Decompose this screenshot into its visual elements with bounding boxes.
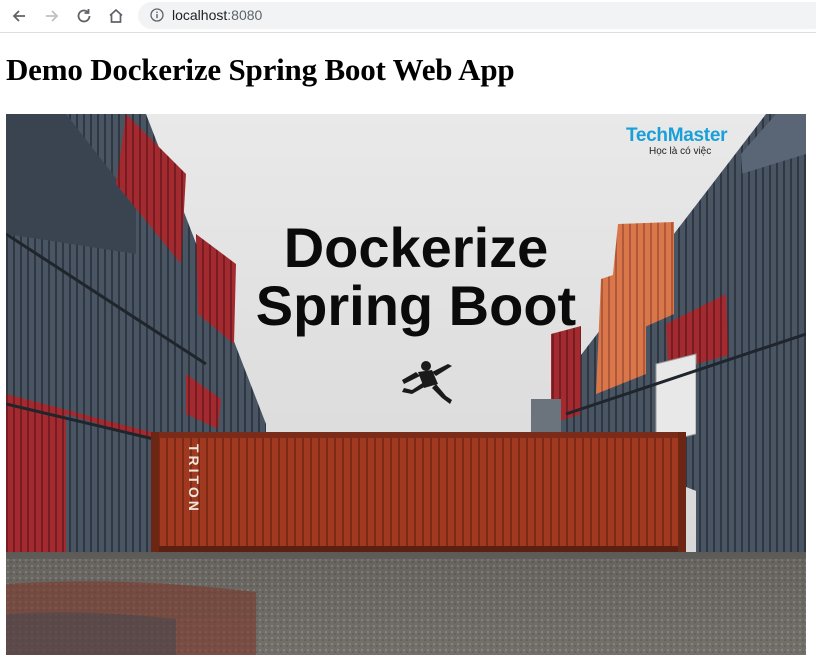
jumping-person — [402, 361, 452, 404]
arrow-left-icon — [12, 10, 25, 22]
headline-line-2: Spring Boot — [255, 274, 577, 337]
url-host: localhost — [172, 7, 228, 23]
url-port: :8080 — [227, 7, 263, 23]
info-icon[interactable] — [150, 8, 164, 22]
hero-headline: Dockerize Spring Boot — [176, 219, 656, 335]
hero-image: TRITON TechMaster Học là có việc Dockeri… — [6, 114, 806, 655]
brand-tagline: Học là có việc — [649, 146, 712, 157]
browser-toolbar: localhost:8080 — [0, 0, 816, 33]
address-bar[interactable]: localhost:8080 — [138, 2, 816, 29]
hero-illustration: TRITON — [6, 114, 806, 655]
brand-name: TechMaster — [626, 125, 728, 146]
reload-icon — [77, 9, 91, 23]
back-button[interactable] — [7, 4, 31, 28]
home-icon — [109, 8, 123, 23]
container-lettering: TRITON — [186, 444, 202, 514]
reload-button[interactable] — [72, 4, 96, 28]
url-text[interactable]: localhost:8080 — [172, 7, 262, 23]
arrow-right-icon — [46, 10, 59, 22]
home-button[interactable] — [104, 4, 128, 28]
page-title: Demo Dockerize Spring Boot Web App — [6, 52, 515, 87]
headline-line-1: Dockerize — [283, 216, 549, 279]
forward-button[interactable] — [40, 4, 64, 28]
brand-logo: TechMaster Học là có việc — [626, 126, 746, 158]
